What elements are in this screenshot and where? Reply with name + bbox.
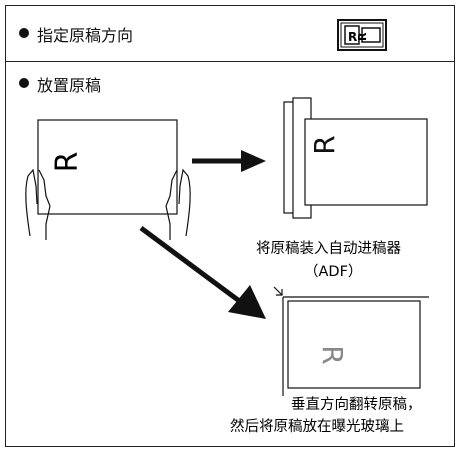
icon-letter-portrait: R [348, 30, 357, 44]
right-hand-icon [165, 168, 191, 240]
exposure-glass-illustration [273, 286, 429, 396]
glass-letter: R [316, 345, 349, 364]
glass-caption-line1: 垂直方向翻转原稿， [291, 396, 422, 413]
adf-illustration: R [283, 97, 428, 219]
arrow-to-glass-icon [139, 225, 266, 319]
original-document: R [37, 119, 178, 215]
bullet-icon [19, 78, 29, 88]
arrow-to-adf-icon [192, 150, 266, 172]
adf-caption-line1: 将原稿装入自动进稿器 [256, 240, 401, 257]
original-letter: R [50, 152, 85, 173]
bullet-icon [19, 28, 29, 38]
section-title-orientation: 指定原稿方向 [37, 26, 134, 45]
adf-letter: R [308, 135, 341, 154]
section-title-place-original: 放置原稿 [37, 76, 102, 95]
adf-caption-line2: （ADF） [304, 263, 362, 280]
document-orientation-icon: R R [337, 19, 387, 51]
section-orientation: 指定原稿方向 [6, 6, 454, 62]
instruction-panel: 指定原稿方向 放置原稿 [5, 5, 455, 447]
left-hand-icon [25, 168, 51, 240]
icon-letter-landscape: R [356, 32, 369, 41]
glass-caption-line2: 然后将原稿放在曝光玻璃上 [230, 418, 404, 435]
